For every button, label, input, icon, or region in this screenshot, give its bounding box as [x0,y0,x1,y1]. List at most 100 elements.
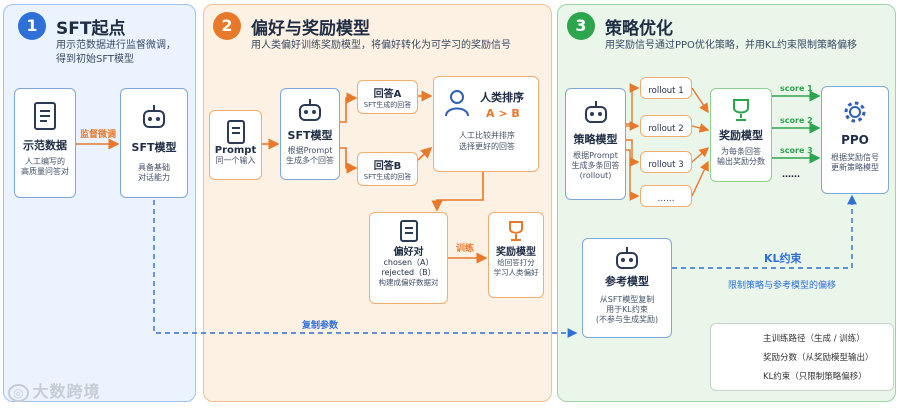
policy-model-desc-3: (rollout) [579,171,612,180]
prompt-desc: 同一个输入 [215,156,256,165]
person-icon [445,90,469,117]
demo-data-desc-1: 人工编写的 [25,157,65,166]
answer-b-title: 回答B [373,161,402,172]
watermark-logo: ◎大数跨境 [8,378,101,402]
reward-model-title-2: 奖励模型 [496,247,536,258]
sft-model-box-stage2: SFT模型 根据Prompt 生成多个回答 [280,88,340,180]
robot-icon-3 [584,101,607,123]
legend-item-reward: 奖励分数（从奖励模型输出） [763,353,874,363]
train-label: 训练 [456,244,475,254]
answer-a-desc: SFT生成的回答 [363,101,412,109]
document-icon [34,102,56,130]
preference-pair-box: 偏好对 chosen（A） rejected（B） 构建成偏好数据对 [369,212,448,304]
stage1-panel [3,4,196,402]
rollout-3-label: rollout 3 [648,160,684,170]
reference-model-desc-2: 用于KL约束 [606,305,648,314]
stage1-subtitle-1: 用示范数据进行监督微调， [56,40,176,51]
rollout-more-label: …… [657,194,675,204]
demo-data-desc-2: 高质量问答对 [21,167,69,176]
human-ranking-title: 人类排序 [480,91,524,104]
sft-model-desc-2b: 生成多个回答 [286,156,334,165]
sft-model-box-stage1: SFT模型 具备基础 对话能力 [120,88,188,198]
score-2: score 2 [780,116,813,125]
gear-icon [844,101,866,123]
rollout-2: rollout 2 [640,115,692,137]
reference-model-box: 参考模型 从SFT模型复制 用于KL约束 (不参与生成奖励) [582,238,672,338]
policy-model-desc-1: 根据Prompt [573,151,618,160]
human-ranking-desc-1: 人工比较并排序 [459,131,515,140]
rollout-more: …… [640,185,692,207]
score-3: score 3 [780,146,813,155]
kl-desc: 限制策略与参考模型的偏移 [728,281,837,291]
watermark-icon: ◎ [8,384,30,402]
kl-label: KL约束 [764,252,802,265]
prompt-box: Prompt 同一个输入 [209,110,262,180]
answer-b-box: 回答B SFT生成的回答 [357,152,418,186]
demo-data-title: 示范数据 [23,139,67,152]
stage3-number: 3 [567,12,595,40]
sft-model-desc-1b: 对话能力 [138,173,170,182]
stage3-subtitle: 用奖励信号通过PPO优化策略，并用KL约束限制策略偏移 [605,40,858,51]
stage2-panel [203,4,552,402]
trophy-icon [509,221,523,241]
stage1-title: SFT起点 [56,19,126,39]
ppo-desc-2: 更新策略模型 [831,163,879,172]
preference-pair-desc: 构建成偏好数据对 [378,278,439,287]
stage2-number: 2 [213,12,241,40]
reward-model-box-stage2: 奖励模型 给回答打分 学习人类偏好 [488,212,544,298]
stage1-subtitle-2: 得到初始SFT模型 [56,54,135,65]
sft-model-title-1: SFT模型 [131,141,177,154]
policy-model-desc-2: 生成多条回答 [571,161,620,170]
sft-model-desc-1a: 具备基础 [138,163,170,172]
reward-model-desc-2b: 学习人类偏好 [493,268,539,277]
reward-model-desc-3b: 输出奖励分数 [717,157,765,166]
ppo-desc-1: 根据奖励信号 [831,153,879,162]
policy-model-box: 策略模型 根据Prompt 生成多条回答 (rollout) [565,88,626,200]
score-1: score 1 [780,84,813,93]
prompt-title: Prompt [214,145,257,156]
rollout-2-label: rollout 2 [648,124,684,134]
reward-model-title-3: 奖励模型 [719,129,763,142]
policy-model-title: 策略模型 [573,133,618,146]
legend-item-main: 主训练路径（生成 / 训练） [763,334,865,344]
reward-model-desc-3a: 为每条回答 [721,147,761,156]
rollout-3: rollout 3 [640,151,692,173]
sft-model-desc-2a: 根据Prompt [287,146,333,155]
sft-arrow-label: 监督微调 [80,130,117,140]
answer-b-desc: SFT生成的回答 [363,173,412,181]
preference-rejected: rejected（B） [381,268,436,277]
trophy-icon-green [733,99,749,121]
robot-icon-ref [616,247,638,269]
document-icon-pair [399,220,418,242]
ppo-box: PPO 根据奖励信号 更新策略模型 [821,86,889,194]
answer-a-box: 回答A SFT生成的回答 [357,80,418,114]
stage2-subtitle: 用人类偏好训练奖励模型，将偏好转化为可学习的奖励信号 [251,40,511,51]
stage1-number: 1 [18,12,46,40]
reward-model-box-stage3: 奖励模型 为每条回答 输出奖励分数 [710,88,772,182]
demo-data-box: 示范数据 人工编写的 高质量问答对 [14,88,76,198]
ppo-title: PPO [841,133,869,147]
human-ranking-box: 人类排序 A > B 人工比较并排序 选择更好的回答 [433,76,539,172]
reference-model-desc-3: (不参与生成奖励) [595,315,659,324]
robot-icon [143,105,165,128]
preference-chosen: chosen（A） [383,258,434,267]
score-more: …… [782,170,800,180]
copy-params-label: 复制参数 [302,321,339,331]
rollout-1: rollout 1 [640,77,692,99]
reference-model-title: 参考模型 [605,275,649,288]
ranking-highlight: A > B [486,107,520,120]
answer-a-title: 回答A [373,89,402,100]
reference-model-desc-1: 从SFT模型复制 [599,295,655,304]
legend: 主训练路径（生成 / 训练） 奖励分数（从奖励模型输出） KL约束（只限制策略偏… [710,323,894,391]
human-ranking-desc-2: 选择更好的回答 [459,142,515,151]
sft-model-title-2: SFT模型 [287,129,333,142]
robot-icon-2 [299,99,321,121]
rollout-1-label: rollout 1 [648,86,684,96]
stage3-title: 策略优化 [605,19,673,39]
reward-model-desc-2a: 给回答打分 [497,258,535,267]
legend-item-kl: KL约束（只限制策略偏移） [763,372,867,382]
watermark-text: 大数跨境 [32,382,101,401]
document-icon-prompt [226,120,245,144]
preference-pair-title: 偏好对 [393,247,424,258]
stage2-title: 偏好与奖励模型 [251,19,370,39]
